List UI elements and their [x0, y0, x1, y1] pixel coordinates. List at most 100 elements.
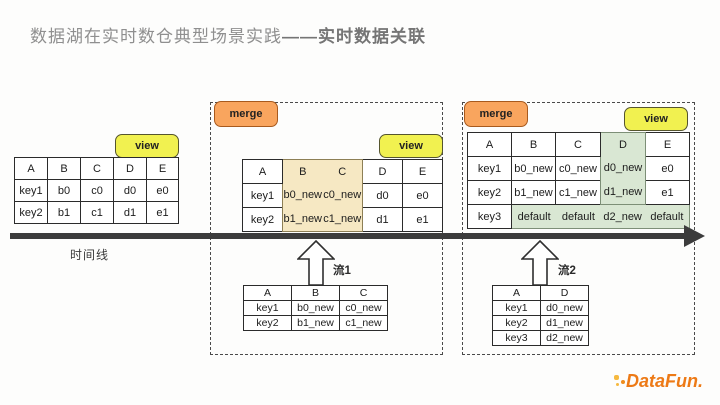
table-row: key1 d0_new: [492, 300, 589, 316]
timeline-label: 时间线: [70, 248, 110, 262]
table-cell: b0_new: [511, 156, 556, 181]
table-cell: c1_new: [339, 315, 388, 331]
column-header: E: [645, 132, 690, 157]
table-cell: e1: [645, 180, 690, 205]
column-header: C: [80, 157, 114, 180]
table-cell: key2: [242, 207, 283, 232]
stage-3-group: merge view A B C D d0_new d1_new E key1 …: [462, 101, 695, 355]
table-cell: c0_new: [323, 189, 362, 202]
table-row: key2 b1_new c1_new e1: [467, 180, 690, 205]
table-cell: d0_new: [540, 300, 589, 316]
table-header-row: A B C D d0_new d1_new E: [467, 132, 690, 205]
stage-3-table: A B C D d0_new d1_new E key1 b0_new c0_n…: [467, 132, 690, 229]
table-cell: key2: [467, 180, 512, 205]
stream-1-label-text: 流1: [333, 265, 351, 277]
table-cell: key1: [14, 179, 48, 202]
stage-2-table: A B C b0_new c0_new b1_new c1_new D E ke…: [242, 159, 443, 232]
title-text-bold: ——实时数据关联: [282, 27, 426, 46]
column-header: A: [242, 159, 283, 184]
table-cell: default: [561, 210, 595, 223]
title-text-normal: 数据湖在实时数仓典型场景实践: [30, 27, 282, 46]
up-arrow-icon: [521, 240, 559, 286]
column-header: A: [492, 285, 541, 301]
column-header: D: [113, 157, 147, 180]
column-header: E: [146, 157, 179, 180]
page-title: 数据湖在实时数仓典型场景实践——实时数据关联: [30, 22, 426, 47]
stream-2-label-text: 流2: [558, 265, 576, 277]
logo-sparkle-icon: [621, 380, 625, 384]
table-cell: c0: [80, 179, 114, 202]
logo-sparkle-icon: [614, 375, 619, 380]
stream-2-label: 流2: [558, 262, 576, 278]
table-row: key3 d2_new: [492, 330, 589, 346]
merge-badge: merge: [464, 101, 528, 127]
table-header-row: A B C D E: [14, 157, 179, 180]
table-row: key2 b1_new c1_new: [243, 315, 388, 331]
stream-1-table: A B C key1 b0_new c0_new key2 b1_new c1_…: [243, 285, 388, 331]
highlighted-columns-bc: B C b0_new c0_new b1_new c1_new: [282, 159, 363, 232]
table-cell: d1_new: [603, 186, 643, 199]
stage-2-group: merge view A B C b0_new c0_new b1_new c1…: [210, 101, 443, 355]
column-header: E: [402, 159, 443, 184]
right-arrowhead-icon: [684, 225, 705, 247]
datafun-logo: DataFun.: [612, 369, 712, 399]
table-row: key2 b1 c1 d1 e1: [14, 201, 179, 224]
table-row: key1 b0_new c0_new: [243, 300, 388, 316]
table-row: key2 d1 e1: [242, 207, 443, 232]
view-badge: view: [624, 107, 688, 131]
table-cell: d0: [113, 179, 147, 202]
merge-badge: merge: [214, 101, 278, 127]
table-cell: b0: [47, 179, 81, 202]
table-cell: key2: [492, 315, 541, 331]
table-cell: d2_new: [603, 210, 642, 223]
column-header: A: [467, 132, 512, 157]
highlighted-row-key3: default default d2_new default: [511, 204, 690, 229]
table-cell: d1_new: [540, 315, 589, 331]
table-cell: d2_new: [540, 330, 589, 346]
table-cell: e1: [146, 201, 179, 224]
table-cell: key1: [242, 183, 283, 208]
table-header-row: A D: [492, 285, 589, 301]
column-header: B: [291, 285, 340, 301]
view-badge-label: view: [135, 140, 159, 152]
logo-text: DataFun.: [626, 371, 704, 391]
table-cell: b0_new: [291, 300, 340, 316]
table-cell: c1_new: [323, 213, 362, 226]
column-header: C: [339, 285, 388, 301]
table-row: key1 d0 e0: [242, 183, 443, 208]
table-row: key3 default default d2_new default: [467, 204, 690, 229]
column-header: D: [619, 138, 627, 151]
table-cell: d0: [362, 183, 403, 208]
stage-1-table: A B C D E key1 b0 c0 d0 e0 key2 b1 c1 d1…: [14, 157, 179, 224]
table-cell: e0: [402, 183, 443, 208]
stage-1-group: view A B C D E key1 b0 c0 d0 e0 key2 b1 …: [14, 134, 179, 229]
logo-sparkle-icon: [616, 383, 619, 386]
stream-1-label: 流1: [333, 262, 351, 278]
table-header-row: A B C: [243, 285, 388, 301]
column-header: C: [555, 132, 601, 157]
table-cell: c1: [80, 201, 114, 224]
view-badge-label: view: [399, 140, 423, 152]
table-cell: key2: [243, 315, 292, 331]
table-cell: d1: [113, 201, 147, 224]
table-cell: default: [517, 210, 551, 223]
table-cell: e0: [146, 179, 179, 202]
table-cell: d1: [362, 207, 403, 232]
table-cell: d0_new: [603, 162, 643, 175]
table-row: key1 b0 c0 d0 e0: [14, 179, 179, 202]
table-cell: b1_new: [283, 213, 323, 226]
column-header: D: [362, 159, 403, 184]
highlighted-column-d: D d0_new d1_new: [600, 132, 646, 205]
table-cell: key3: [492, 330, 541, 346]
merge-badge-label: merge: [229, 108, 263, 120]
view-badge-label: view: [644, 113, 668, 125]
table-cell: key1: [243, 300, 292, 316]
table-cell: c0_new: [339, 300, 388, 316]
table-cell: b1_new: [511, 180, 556, 205]
table-cell: e0: [645, 156, 690, 181]
merge-badge-label: merge: [479, 108, 513, 120]
table-cell: b1_new: [291, 315, 340, 331]
column-header: B: [47, 157, 81, 180]
table-header-row: A B C b0_new c0_new b1_new c1_new D E: [242, 159, 443, 232]
table-cell: b1: [47, 201, 81, 224]
